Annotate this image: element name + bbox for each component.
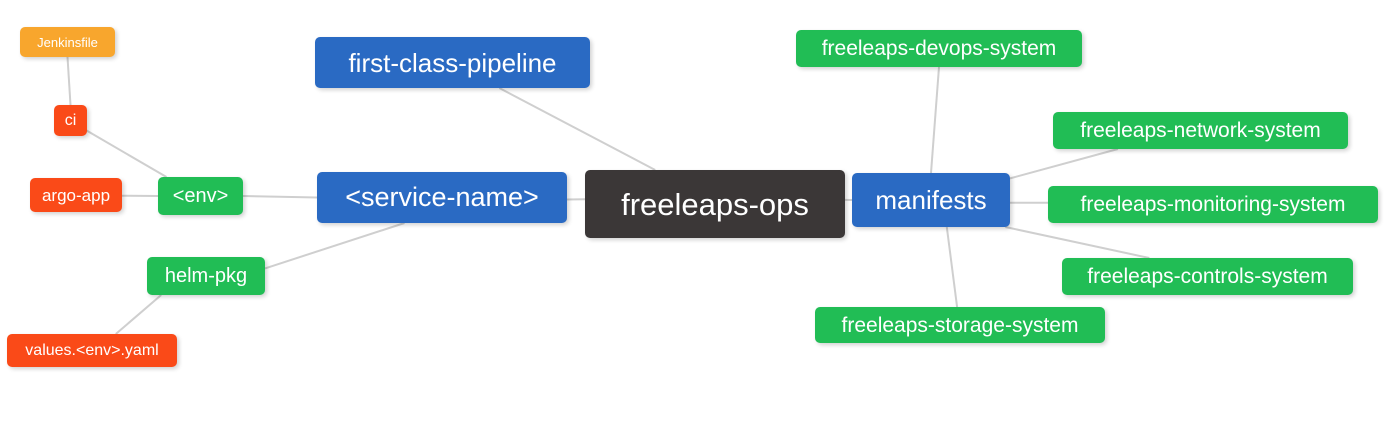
edge-ci-env <box>84 128 168 178</box>
edge-first-class-pipeline-freeleaps-ops <box>498 87 656 171</box>
edge-helm-pkg-service-name <box>264 222 405 270</box>
mindmap-node-jenkinsfile[interactable]: Jenkinsfile <box>20 27 115 57</box>
mindmap-node-argo-app[interactable]: argo-app <box>30 178 122 212</box>
mindmap-node-first-class-pipeline[interactable]: first-class-pipeline <box>315 37 590 88</box>
mindmap-node-manifests[interactable]: manifests <box>852 173 1010 227</box>
edge-manifests-freeleaps-network-system <box>1009 148 1119 180</box>
edge-env-service-name <box>242 195 318 199</box>
mindmap-node-freeleaps-network-system[interactable]: freeleaps-network-system <box>1053 112 1348 149</box>
edge-manifests-freeleaps-controls-system <box>1005 226 1150 259</box>
edge-jenkinsfile-ci <box>66 56 72 106</box>
mindmap-node-freeleaps-ops[interactable]: freeleaps-ops <box>585 170 845 238</box>
edge-helm-pkg-values-env-yaml <box>115 294 162 335</box>
mindmap-node-helm-pkg[interactable]: helm-pkg <box>147 257 265 295</box>
edge-manifests-freeleaps-devops-system <box>930 66 940 174</box>
mindmap-node-env[interactable]: <env> <box>158 177 243 215</box>
mindmap-node-freeleaps-devops-system[interactable]: freeleaps-devops-system <box>796 30 1082 67</box>
edge-manifests-freeleaps-storage-system <box>945 226 959 308</box>
mindmap-node-freeleaps-storage-system[interactable]: freeleaps-storage-system <box>815 307 1105 343</box>
mindmap-node-ci[interactable]: ci <box>54 105 87 136</box>
mindmap-node-values-env-yaml[interactable]: values.<env>.yaml <box>7 334 177 367</box>
mindmap-node-freeleaps-controls-system[interactable]: freeleaps-controls-system <box>1062 258 1353 295</box>
mindmap-node-freeleaps-monitoring-system[interactable]: freeleaps-monitoring-system <box>1048 186 1378 223</box>
mindmap-node-service-name[interactable]: <service-name> <box>317 172 567 223</box>
